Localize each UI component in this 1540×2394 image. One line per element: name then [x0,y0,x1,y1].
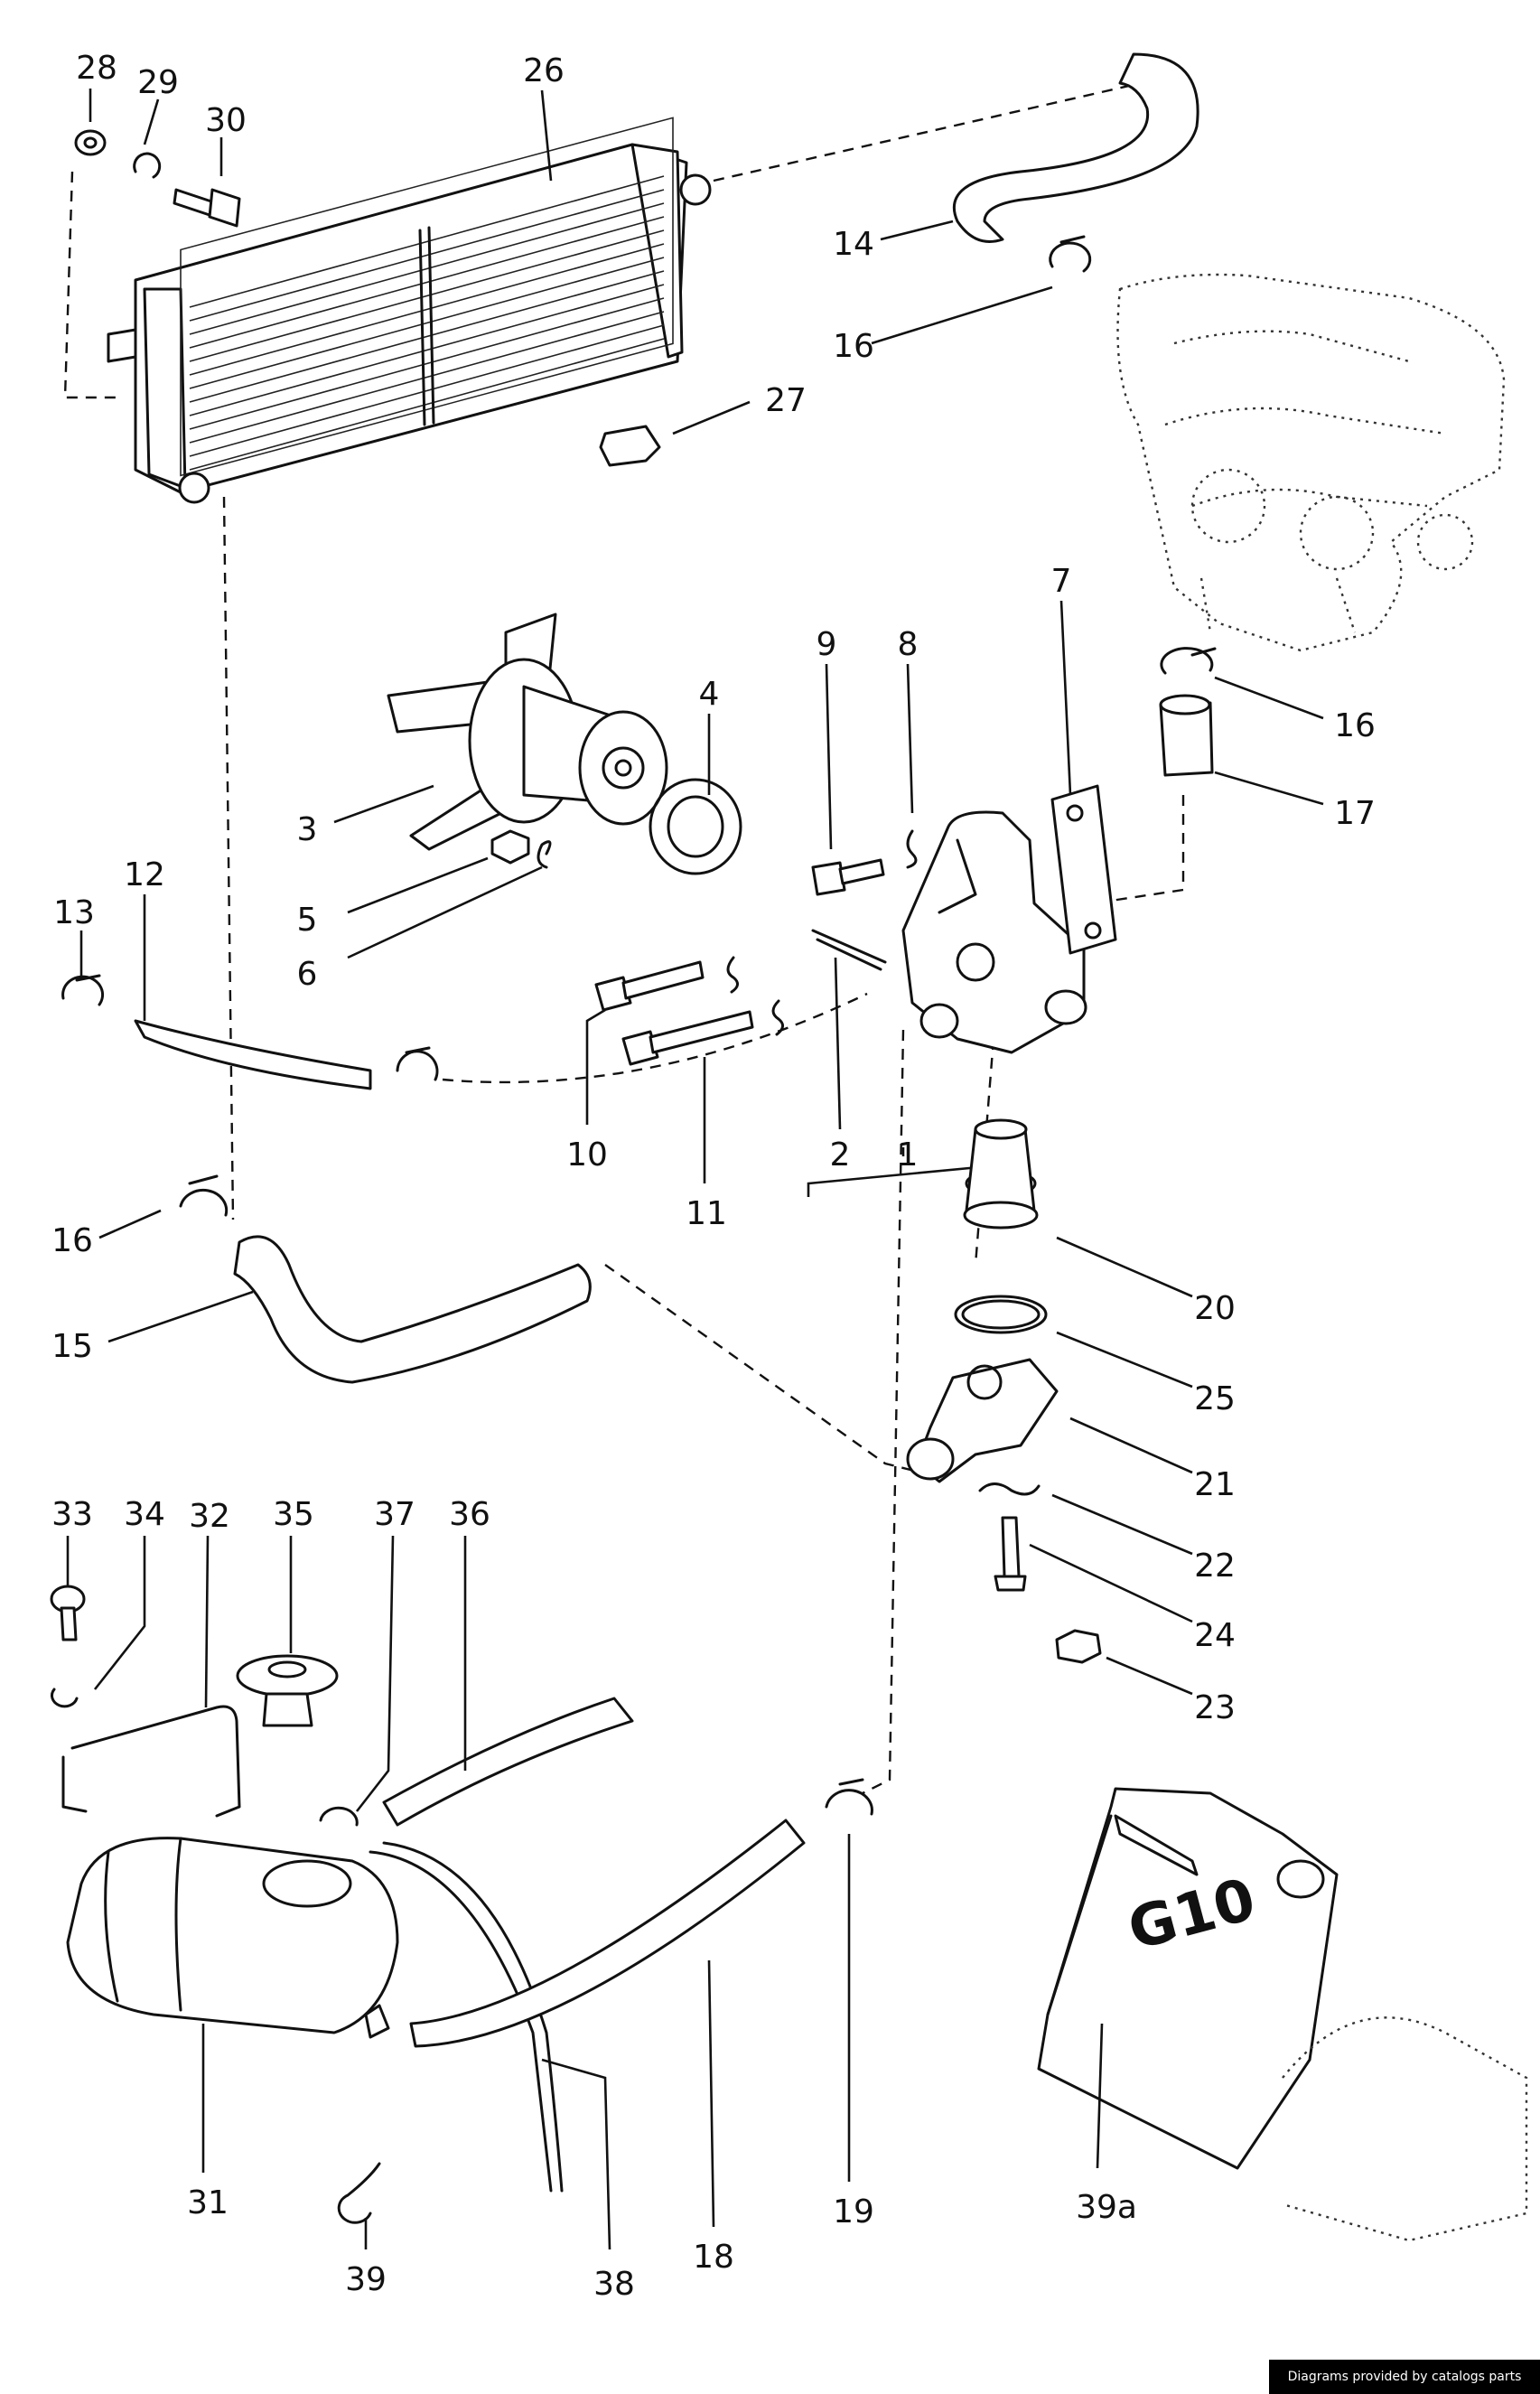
overflow-hose [382,1697,634,1827]
assembly-guide-lines [63,84,1185,1795]
callout-24: 24 [1194,1617,1236,1654]
callout-33: 33 [51,1496,93,1533]
callout-17: 17 [1334,795,1376,832]
hex-nut [1055,1629,1102,1664]
sealing-ring [954,1295,1048,1334]
callout-19: 19 [833,2193,874,2230]
callout-35: 35 [273,1496,314,1533]
radiator [107,117,712,504]
callout-21: 21 [1194,1466,1236,1503]
bolt-24 [994,1516,1027,1592]
callout-5: 5 [297,902,318,939]
callout-36: 36 [449,1496,490,1533]
hose-clip [337,2162,381,2224]
callout-2: 2 [830,1136,851,1174]
spring-washer [978,1482,1041,1496]
hose-clamp [179,1174,229,1217]
hose-clamp [319,1806,359,1827]
callout-3: 3 [297,811,318,848]
bypass-hose [134,1019,372,1090]
pressure-cap [236,1654,339,1727]
expansion-tank [66,1837,399,2039]
bolt-10 [594,960,705,1012]
callout-30: 30 [205,102,247,139]
callout-11: 11 [686,1195,727,1232]
bolt-11 [621,1010,754,1066]
bolt-30 [173,188,241,228]
callout-31: 31 [187,2184,229,2221]
lower-hose [233,1235,592,1384]
tank-strap [61,1705,241,1818]
spring-washer [133,152,162,179]
callout-12: 12 [124,856,165,893]
thermostat-cover [906,1358,1059,1483]
callout-34: 34 [124,1496,165,1533]
callout-23: 23 [1194,1689,1236,1726]
hose-clamp [1049,235,1092,273]
callout-22: 22 [1194,1548,1236,1585]
callout-32: 32 [189,1498,230,1535]
callout-4: 4 [699,676,720,713]
callout-15: 15 [51,1328,93,1365]
callout-20: 20 [1194,1290,1236,1327]
spring-washer [51,1688,79,1708]
callout-8: 8 [898,626,919,663]
hose-clamp [61,974,105,1006]
hex-nut [490,829,530,865]
spring-washer [537,840,552,869]
callout-6: 6 [297,956,318,993]
callout-16-mid: 16 [1334,707,1376,744]
hose-clamp [1160,647,1217,675]
spring-washer [726,956,739,994]
callout-10: 10 [566,1136,608,1174]
callout-18: 18 [693,2239,734,2276]
screw-33 [50,1585,86,1641]
callout-labels: 28 29 30 26 14 16 27 7 9 8 4 16 17 3 5 6… [51,50,1376,2303]
credit-banner: Diagrams provided by catalogs parts [1269,2360,1540,2394]
washer [74,129,107,156]
callout-29: 29 [137,64,179,101]
hose-clamp [825,1778,873,1816]
callout-37: 37 [374,1496,415,1533]
upper-hose [952,52,1199,243]
callout-1: 1 [898,1136,919,1174]
mounting-bracket [599,425,661,467]
pump-gasket [649,778,742,875]
coolant-canister [1037,1787,1528,2242]
callout-27: 27 [765,382,807,419]
callout-14: 14 [833,226,874,263]
water-pump-fan [387,613,668,851]
engine-outline [1116,273,1506,652]
spring-washer [906,829,918,869]
callout-16-left: 16 [51,1222,93,1259]
callout-25: 25 [1194,1380,1236,1417]
callout-26: 26 [523,52,565,89]
hose-clamp [396,1046,439,1081]
housing-gasket [1050,784,1117,955]
callout-16-top: 16 [833,328,874,365]
callout-39a: 39a [1076,2189,1137,2226]
bolt-9 [811,858,885,896]
callout-7: 7 [1051,563,1072,600]
callout-9: 9 [817,626,837,663]
thermostat [963,1118,1039,1230]
callout-13: 13 [53,894,95,931]
spring-washer [771,999,784,1036]
callout-38: 38 [593,2266,635,2303]
callout-leaders [66,89,1324,2250]
callout-39: 39 [345,2261,387,2298]
coolant-return-hose [409,1819,806,2048]
stud [811,929,887,971]
water-pump-housing [901,810,1087,1054]
callout-28: 28 [76,50,117,87]
